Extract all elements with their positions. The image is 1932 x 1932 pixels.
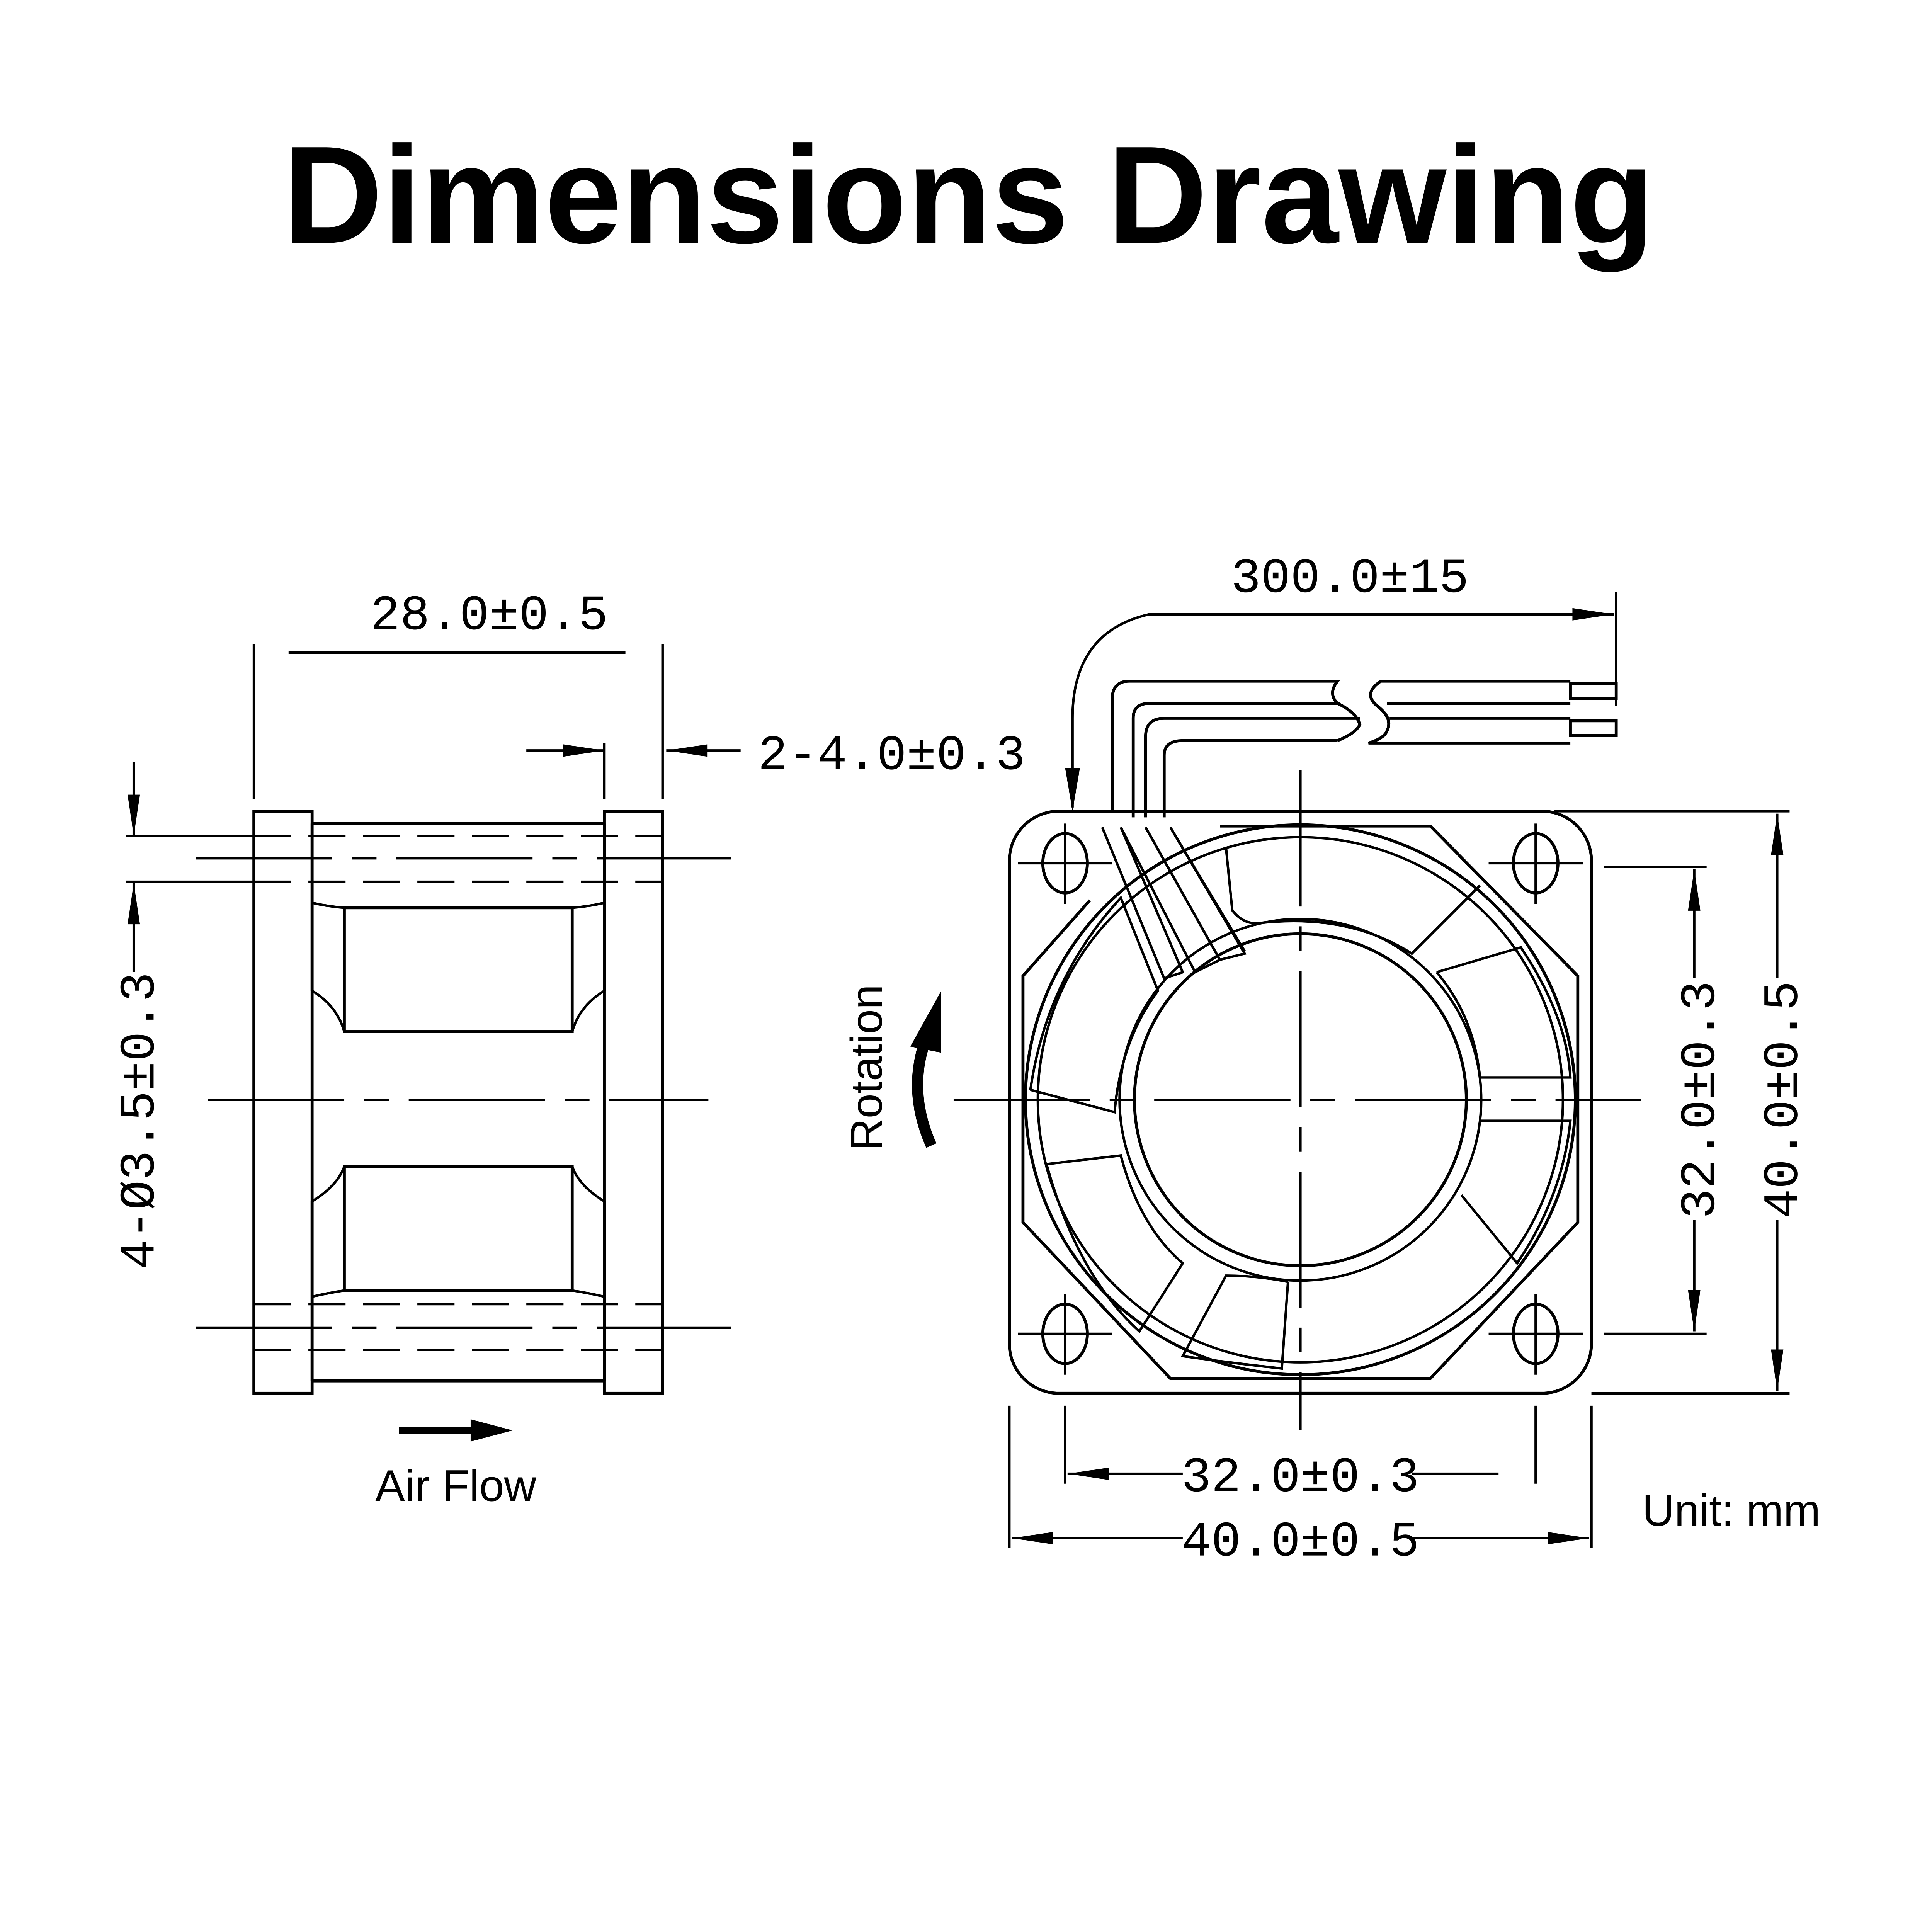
cable-length-dimension: 300.0±15 (1231, 551, 1469, 607)
upper-hub-section (343, 906, 574, 1033)
hole-spacing-horizontal: 32.0±0.3 (1182, 1450, 1419, 1506)
airflow-label: Air Flow (375, 1461, 536, 1511)
airflow-arrow-icon (470, 1419, 513, 1442)
mounting-hole-dimension: 4-Ø3.5±0.3 (112, 972, 168, 1269)
mounting-holes (1018, 823, 1583, 1375)
front-view: 300.0±15 Rotation 32.0±0.3 40.0±0.5 32.0… (842, 551, 1812, 1571)
frame-height-dimension: 40.0±0.5 (1756, 981, 1812, 1218)
width-dimension: 28.0±0.5 (370, 588, 608, 644)
hole-spacing-vertical: 32.0±0.3 (1673, 981, 1729, 1218)
right-flange (603, 810, 664, 1395)
side-view: 28.0±0.5 2-4.0±0.3 4-Ø3.5±0.3 Air Flow (112, 588, 1025, 1510)
lower-hub-section (343, 1165, 574, 1292)
frame-width-dimension: 40.0±0.5 (1182, 1515, 1419, 1571)
rotation-label: Rotation (842, 985, 891, 1151)
flange-dimension: 2-4.0±0.3 (758, 728, 1026, 784)
page-title: Dimensions Drawing (282, 117, 1654, 273)
left-flange (252, 810, 314, 1395)
rotation-arrow-icon (912, 1036, 937, 1148)
unit-label: Unit: mm (1642, 1486, 1821, 1536)
lead-wires (1111, 679, 1618, 818)
